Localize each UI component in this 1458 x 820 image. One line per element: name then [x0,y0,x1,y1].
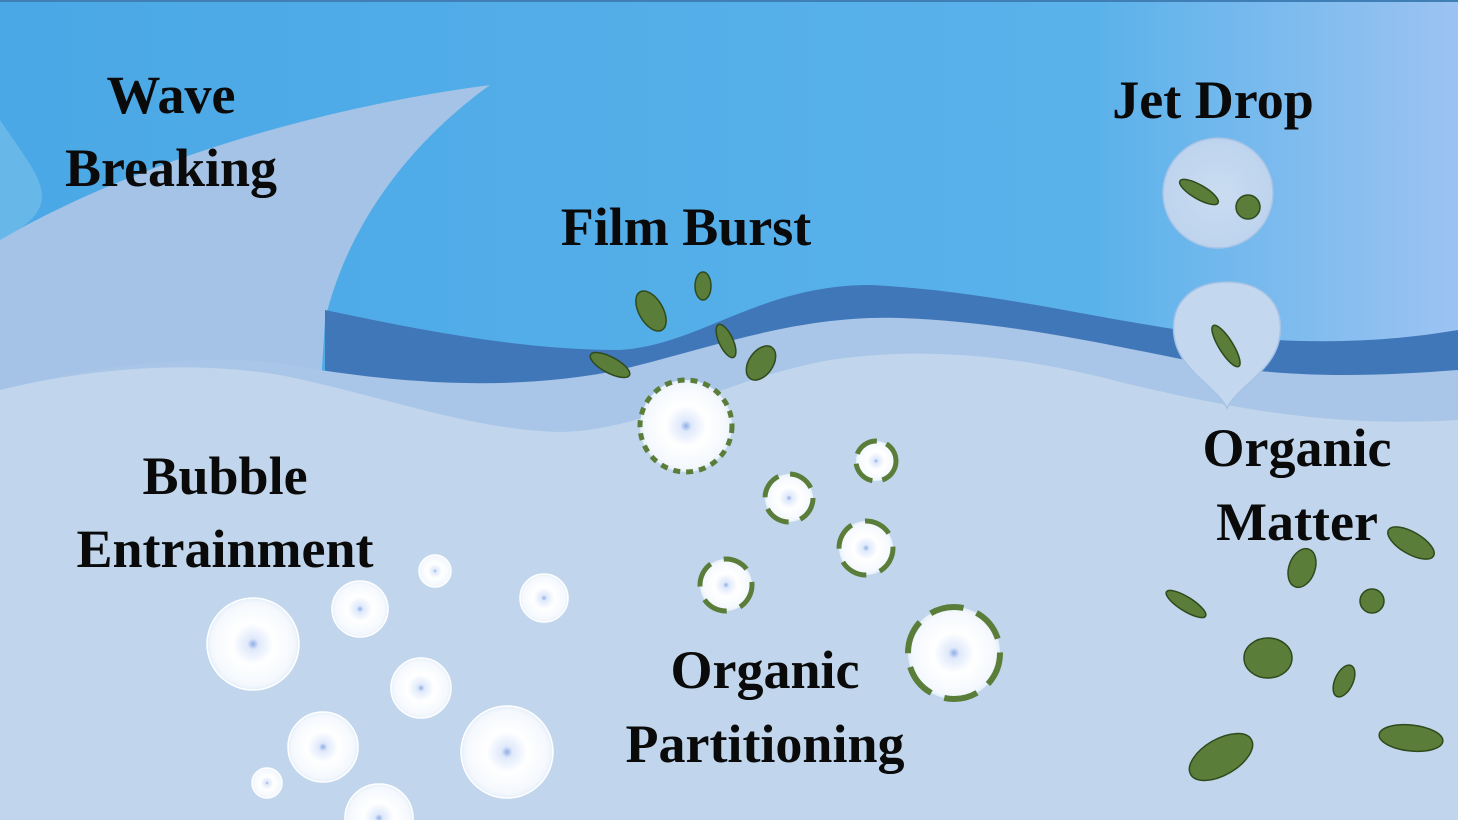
organic-particle [1235,194,1261,220]
coated-bubble [762,471,816,525]
label-organic-matter-line1: Organic [1203,418,1392,478]
organic-fragment [694,271,712,301]
label-bubble-entrainment-line1: Bubble [142,446,307,506]
organic-fragment [715,323,737,359]
organic-particle [1165,589,1207,619]
label-organic-matter-line2: Matter [1216,492,1378,552]
coated-bubble [905,604,1003,702]
organic-particle [1332,664,1356,698]
label-bubble-entrainment-line2: Entrainment [77,519,374,579]
coated-bubble [697,556,755,614]
label-film-burst: Film Burst [561,197,812,257]
organic-particle [1211,324,1241,368]
organic-particle [1243,637,1293,679]
coated-bubble [637,377,735,475]
organic-particle [1359,588,1385,614]
bubble [344,783,414,820]
bubble [287,711,359,783]
label-organic-partitioning-line2: Partitioning [626,714,905,774]
breaking-wave-inner [0,120,42,240]
organic-fragment [589,351,631,379]
breaking-wave-crest [0,0,490,400]
bubble [251,767,283,799]
bubble [460,705,554,799]
organic-particle [1378,723,1444,753]
organic-fragment [745,345,777,381]
label-wave-breaking-line1: Wave [107,65,236,125]
organic-particle [1387,526,1435,560]
organic-particle [1287,547,1317,589]
bubble [206,597,300,691]
jet-drop-droplet [1162,137,1274,249]
organic-particle [1178,178,1220,206]
bubble [519,573,569,623]
coated-bubble [853,438,899,484]
label-organic-partitioning-line1: Organic [671,640,860,700]
organic-particle [1188,732,1254,782]
coated-bubble [836,518,896,578]
label-wave-breaking-line2: Breaking [65,138,277,198]
label-jet-drop: Jet Drop [1112,70,1313,130]
bubble [331,580,389,638]
bubble [390,657,452,719]
bubble [418,554,452,588]
organic-fragment [635,290,667,332]
